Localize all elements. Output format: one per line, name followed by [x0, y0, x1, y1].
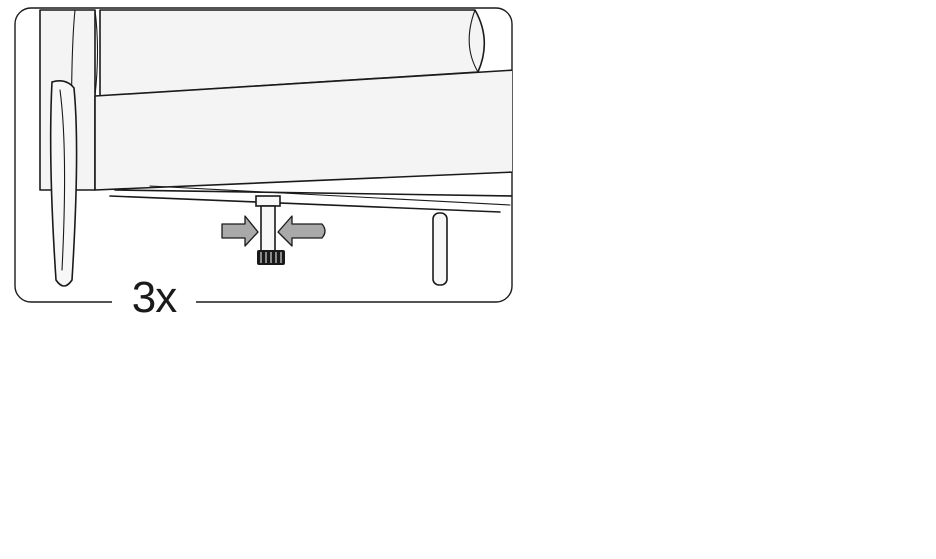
main-panel [14, 7, 513, 303]
back-leg [432, 212, 448, 286]
sofa-base [94, 69, 512, 191]
adjustable-center-leg [255, 195, 285, 265]
quantity-label: 3x [112, 270, 196, 326]
rotate-arrow-right-icon [277, 215, 326, 247]
front-leg [49, 80, 78, 287]
sofa-illustration [39, 9, 512, 287]
rotate-arrow-left-icon [221, 215, 259, 247]
